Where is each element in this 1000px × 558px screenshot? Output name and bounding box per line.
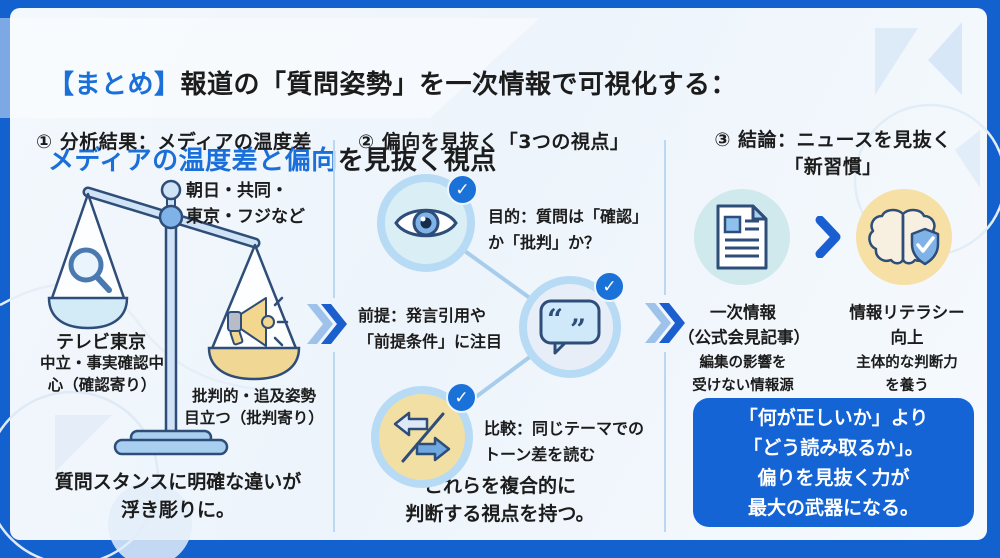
title-highlight-1: 【まとめ】 — [48, 70, 181, 100]
right-pan-desc: 批判的・追及姿勢 目立つ（批判寄り） — [184, 387, 324, 427]
check-badge-2: ✓ — [594, 271, 625, 302]
right-pan-media-label: 朝日・共同・ 東京・フジなど — [186, 181, 305, 227]
svg-text:“: “ — [547, 303, 563, 336]
literacy-circle — [856, 189, 952, 285]
primary-source-desc: 編集の影響を 受けない情報源 — [692, 355, 794, 394]
brain-shield-icon — [868, 208, 940, 266]
viewpoint-premise-text: 前提：発言引用や 「前提条件」に注目 — [358, 306, 503, 351]
page-title: 【まとめ】報道の「質問姿勢」を一次情報で可視化する： メディアの温度差と偏向を見… — [48, 28, 737, 218]
check-badge-3: ✓ — [446, 382, 477, 413]
check-badge-1: ✓ — [447, 174, 478, 205]
chevron-arrow-2-icon — [645, 303, 685, 343]
left-pan-title: テレビ東京 — [56, 332, 146, 353]
page-title-line1: 【まとめ】報道の「質問姿勢」を一次情報で可視化する： — [48, 66, 737, 104]
quote-bubble-icon: “ ” — [539, 299, 601, 355]
divider-1-bottom — [333, 352, 335, 532]
divider-1-top — [333, 140, 335, 298]
chevron-arrow-1-icon — [307, 304, 347, 344]
divider-2-bottom — [664, 352, 666, 532]
page-title-line2: メディアの温度差と偏向を見抜く視点 — [48, 142, 737, 180]
compare-arrows-icon — [393, 411, 451, 463]
eye-icon — [394, 208, 458, 238]
magnifier-icon — [68, 247, 112, 293]
section3-heading: ③ 結論：ニュースを見抜く 「新習慣」 — [714, 129, 952, 178]
conclusion-callout: 「何が正しいか」より 「どう読み取るか」。 偏りを見抜く力が 最大の武器になる。 — [693, 398, 974, 527]
literacy-desc: 主体的な判断力 を養う — [856, 355, 958, 394]
title-rest-1: 報道の「質問姿勢」を一次情報で可視化する： — [180, 70, 738, 100]
document-icon — [716, 204, 768, 270]
literacy-title: 情報リテラシー 向上 — [849, 303, 965, 347]
primary-source-circle — [694, 189, 790, 285]
viewpoint-purpose-text: 目的：質問は「確認」 か「批判」か？ — [488, 207, 649, 252]
section1-heading: ① 分析結果：メディアの温度差 — [36, 131, 312, 153]
primary-source-title: 一次情報 （公式会見記事） — [678, 303, 810, 347]
left-pan-desc: 中立・事実確認中 心（確認寄り） — [39, 354, 164, 394]
svg-text:”: ” — [570, 313, 586, 346]
section2-conclusion: これらを複合的に 判断する視点を持つ。 — [405, 475, 595, 525]
step-chevron-icon — [815, 216, 841, 258]
title-rest-2: を見抜く視点 — [337, 146, 497, 176]
section1-conclusion: 質問スタンスに明確な違いが 浮き彫りに。 — [54, 471, 302, 521]
divider-2-top — [664, 140, 666, 295]
title-highlight-2: メディアの温度差と偏向 — [48, 146, 338, 176]
viewpoint-compare-text: 比較：同じテーマでの トーン差を読む — [484, 419, 645, 464]
section2-heading: ② 偏向を見抜く「3つの視点」 — [358, 131, 630, 153]
